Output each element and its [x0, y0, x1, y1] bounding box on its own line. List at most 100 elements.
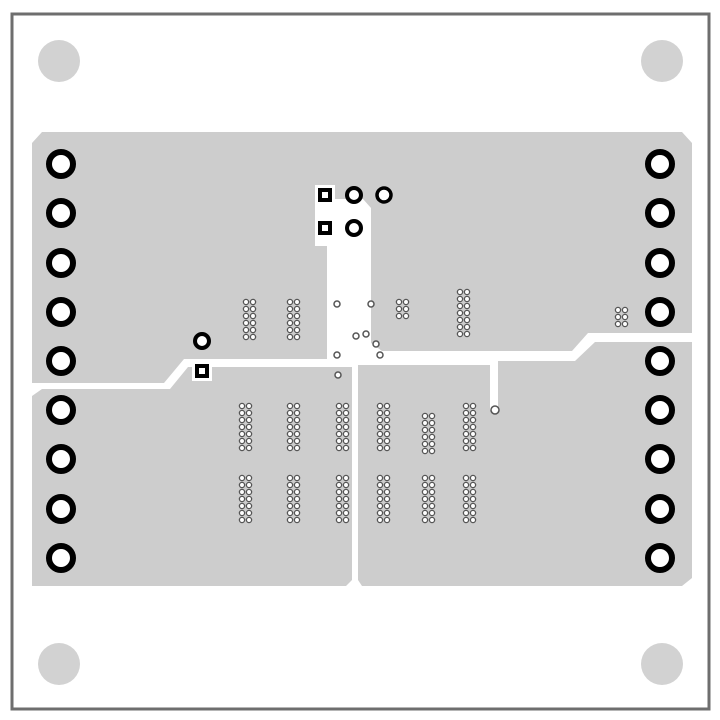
trace-right-signal [378, 353, 497, 412]
via-icon [335, 495, 343, 503]
via-icon [335, 481, 343, 489]
via-array [376, 474, 391, 524]
via-icon [395, 305, 403, 313]
via-icon [286, 416, 294, 424]
via-icon [462, 516, 470, 524]
via-icon [245, 488, 253, 496]
via-icon [421, 474, 429, 482]
via-icon [238, 430, 246, 438]
via-icon [421, 509, 429, 517]
via-icon [245, 495, 253, 503]
through-hole-pad-icon [645, 444, 675, 474]
via-icon [238, 488, 246, 496]
through-hole-pad-icon [645, 248, 675, 278]
via-icon [342, 444, 350, 452]
via-icon [402, 305, 410, 313]
via-icon [383, 495, 391, 503]
via-icon [238, 474, 246, 482]
via-icon [469, 488, 477, 496]
via-icon [286, 312, 294, 320]
via-icon [334, 371, 342, 379]
via-icon [242, 312, 250, 320]
via-icon [462, 430, 470, 438]
via-icon [335, 516, 343, 524]
via-icon [245, 444, 253, 452]
via-icon [376, 351, 384, 359]
via-icon [249, 305, 257, 313]
via-icon [335, 409, 343, 417]
left-connector-pads [46, 149, 76, 573]
via-icon [293, 312, 301, 320]
through-hole-pad-icon [645, 346, 675, 376]
via-icon [335, 402, 343, 410]
via-icon [286, 474, 294, 482]
via-icon [362, 330, 370, 338]
signal-vias [333, 300, 500, 415]
via-icon [293, 409, 301, 417]
via-icon [421, 495, 429, 503]
via-icon [342, 502, 350, 510]
via-icon [469, 423, 477, 431]
via-icon [335, 509, 343, 517]
via-icon [421, 419, 429, 427]
via-icon [428, 502, 436, 510]
via-icon [383, 402, 391, 410]
through-hole-pad-icon [345, 219, 363, 237]
via-icon [469, 409, 477, 417]
via-icon [293, 444, 301, 452]
through-hole-pad-icon [46, 346, 76, 376]
via-icon [293, 502, 301, 510]
via-icon [293, 298, 301, 306]
through-hole-pad-icon [46, 198, 76, 228]
via-icon [286, 437, 294, 445]
square-pad-icon [322, 225, 328, 231]
via-icon [238, 502, 246, 510]
through-hole-pad-icon [375, 186, 393, 204]
via-icon [614, 306, 622, 314]
via-icon [293, 474, 301, 482]
via-icon [456, 302, 464, 310]
via-icon [335, 474, 343, 482]
via-icon [293, 488, 301, 496]
via-icon [342, 474, 350, 482]
via-icon [383, 516, 391, 524]
through-hole-pad-icon [46, 248, 76, 278]
via-icon [245, 474, 253, 482]
via-icon [245, 402, 253, 410]
via-icon [249, 312, 257, 320]
via-icon [342, 516, 350, 524]
via-icon [469, 474, 477, 482]
via-icon [367, 300, 375, 308]
via-icon [242, 298, 250, 306]
via-icon [428, 433, 436, 441]
via-icon [428, 447, 436, 455]
via-icon [463, 302, 471, 310]
copper-pours [32, 132, 692, 586]
via-icon [333, 300, 341, 308]
via-icon [376, 423, 384, 431]
via-icon [245, 516, 253, 524]
through-hole-pad-icon [645, 297, 675, 327]
via-icon [421, 488, 429, 496]
via-icon [249, 319, 257, 327]
via-icon [342, 430, 350, 438]
via-icon [383, 509, 391, 517]
via-icon [286, 509, 294, 517]
via-icon [335, 488, 343, 496]
via-icon [342, 416, 350, 424]
via-icon [238, 509, 246, 517]
via-icon [383, 423, 391, 431]
via-icon [286, 333, 294, 341]
via-array [462, 402, 477, 452]
via-icon [376, 402, 384, 410]
jumper-pads [192, 332, 212, 381]
via-icon [462, 509, 470, 517]
copper-pour-top [32, 132, 692, 383]
via-icon [469, 495, 477, 503]
via-icon [463, 323, 471, 331]
via-icon [456, 323, 464, 331]
via-icon [421, 502, 429, 510]
via-icon [376, 430, 384, 438]
via-icon [249, 326, 257, 334]
